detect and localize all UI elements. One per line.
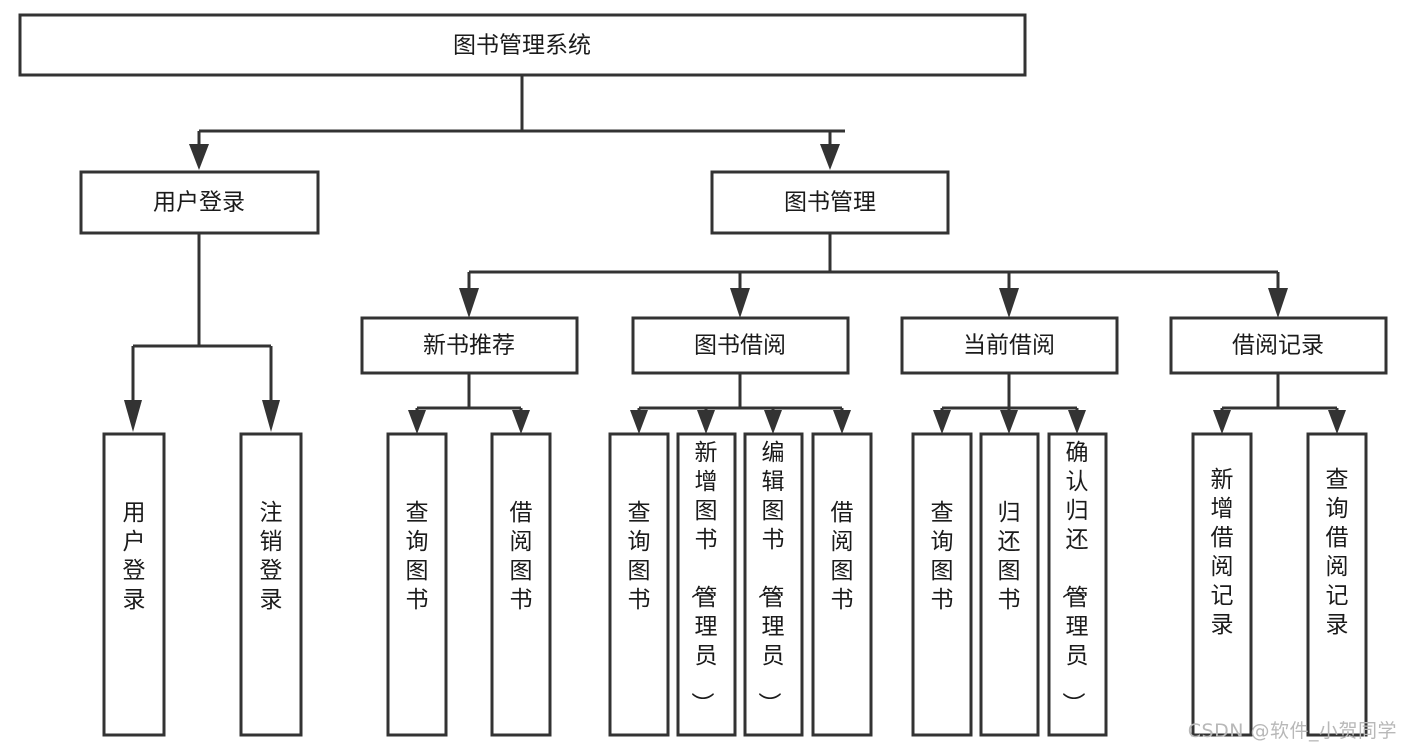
node-leaf-borrow-book-2-box[interactable] [811,432,873,737]
node-root-label: 图书管理系统 [453,33,591,59]
node-leaf-return-book[interactable]: 归还图书 [979,432,1040,737]
node-leaf-borrow-book-2-label: 借阅图书 [831,500,854,613]
node-leaf-add-record[interactable]: 新增借阅记录 [1191,432,1253,737]
node-leaf-user-login-box[interactable] [102,432,166,737]
arrow-leaf-add-book [697,410,715,434]
node-borrow-record-label: 借阅记录 [1232,333,1324,359]
arrow-leaf-edit-book [764,410,782,434]
connector-group-current-borrow [933,373,1086,434]
node-user-login-label: 用户登录 [153,190,245,216]
node-current-borrow-label: 当前借阅 [963,333,1055,359]
node-leaf-query-book-1[interactable]: 查询图书 [386,432,448,737]
arrow-current-borrow [999,288,1019,318]
arrow-leaf-user-login [124,400,142,432]
node-leaf-user-logout[interactable]: 注销登录 [239,432,303,737]
node-leaf-query-book-2-box[interactable] [608,432,670,737]
node-book-borrow-box[interactable] [631,316,850,375]
node-leaf-user-login[interactable]: 用户登录 [102,432,166,737]
node-leaf-query-book-3-label: 查询图书 [931,500,954,613]
node-leaf-query-book-2-label: 查询图书 [628,500,651,613]
arrow-user-login [189,144,209,170]
arrow-leaf-query-book-1 [408,410,426,434]
node-leaf-confirm-return[interactable]: 确认归还（管理员） [1047,432,1108,737]
node-new-book-recommend-label: 新书推荐 [423,333,515,359]
node-leaf-query-book-1-label: 查询图书 [406,500,429,613]
node-new-book-recommend[interactable]: 新书推荐 [360,316,579,375]
node-leaf-edit-book-label: 编辑图书（管理员） [756,440,785,715]
node-leaf-borrow-book-1-label: 借阅图书 [510,500,533,613]
connector-group-book-borrow [630,373,851,434]
arrow-leaf-return-book [1000,410,1018,434]
node-new-book-recommend-box[interactable] [360,316,579,375]
connector-group-user-login [124,233,280,432]
node-leaf-user-logout-box[interactable] [239,432,303,737]
node-leaf-edit-book-box[interactable] [743,432,804,737]
arrow-leaf-borrow-book-2 [833,410,851,434]
node-leaf-return-book-label: 归还图书 [998,500,1021,613]
arrow-leaf-user-logout [262,400,280,432]
node-leaf-add-book-label: 新增图书（管理员） [689,440,718,715]
connector-group-root [189,75,845,170]
arrow-new-book-recommend [459,288,479,318]
node-root-box[interactable] [18,13,1027,77]
node-leaf-query-book-3-box[interactable] [911,432,973,737]
node-leaf-add-book-box[interactable] [676,432,737,737]
node-book-management-box[interactable] [710,170,950,235]
node-leaf-borrow-book-1[interactable]: 借阅图书 [490,432,552,737]
node-leaf-query-book-3[interactable]: 查询图书 [911,432,973,737]
node-leaf-query-record-label: 查询借阅记录 [1326,467,1349,638]
node-book-management-label: 图书管理 [784,190,876,216]
arrow-book-borrow [730,288,750,318]
node-current-borrow[interactable]: 当前借阅 [900,316,1119,375]
arrow-leaf-query-record [1328,410,1346,434]
connector-group-book-management [459,233,1288,318]
node-leaf-query-book-1-box[interactable] [386,432,448,737]
node-user-login-box[interactable] [79,170,320,235]
arrow-book-management [820,144,840,170]
connector-group-new-book-recommend [408,373,530,434]
node-leaf-query-record[interactable]: 查询借阅记录 [1306,432,1368,737]
arrow-leaf-confirm-return [1068,410,1086,434]
arrow-leaf-add-record [1213,410,1231,434]
node-current-borrow-box[interactable] [900,316,1119,375]
node-leaf-query-record-box[interactable] [1306,432,1368,737]
node-root[interactable]: 图书管理系统 [18,13,1027,77]
arrow-borrow-record [1268,288,1288,318]
node-leaf-add-book[interactable]: 新增图书（管理员） [676,432,737,737]
arrow-leaf-query-book-2 [630,410,648,434]
node-book-management[interactable]: 图书管理 [710,170,950,235]
node-borrow-record[interactable]: 借阅记录 [1169,316,1388,375]
node-leaf-edit-book[interactable]: 编辑图书（管理员） [743,432,804,737]
node-book-borrow[interactable]: 图书借阅 [631,316,850,375]
node-leaf-add-record-box[interactable] [1191,432,1253,737]
arrow-leaf-query-book-3 [933,410,951,434]
node-leaf-confirm-return-label: 确认归还（管理员） [1060,440,1089,715]
node-leaf-borrow-book-1-box[interactable] [490,432,552,737]
node-leaf-borrow-book-2[interactable]: 借阅图书 [811,432,873,737]
node-leaf-user-login-label: 用户登录 [123,500,146,613]
node-leaf-user-logout-label: 注销登录 [260,500,283,613]
node-leaf-add-record-label: 新增借阅记录 [1211,467,1234,638]
node-borrow-record-box[interactable] [1169,316,1388,375]
node-user-login[interactable]: 用户登录 [79,170,320,235]
connector-group-borrow-record [1213,373,1346,434]
arrow-leaf-borrow-book-1 [512,410,530,434]
node-leaf-query-book-2[interactable]: 查询图书 [608,432,670,737]
node-book-borrow-label: 图书借阅 [694,333,786,359]
node-leaf-return-book-box[interactable] [979,432,1040,737]
node-leaf-confirm-return-box[interactable] [1047,432,1108,737]
